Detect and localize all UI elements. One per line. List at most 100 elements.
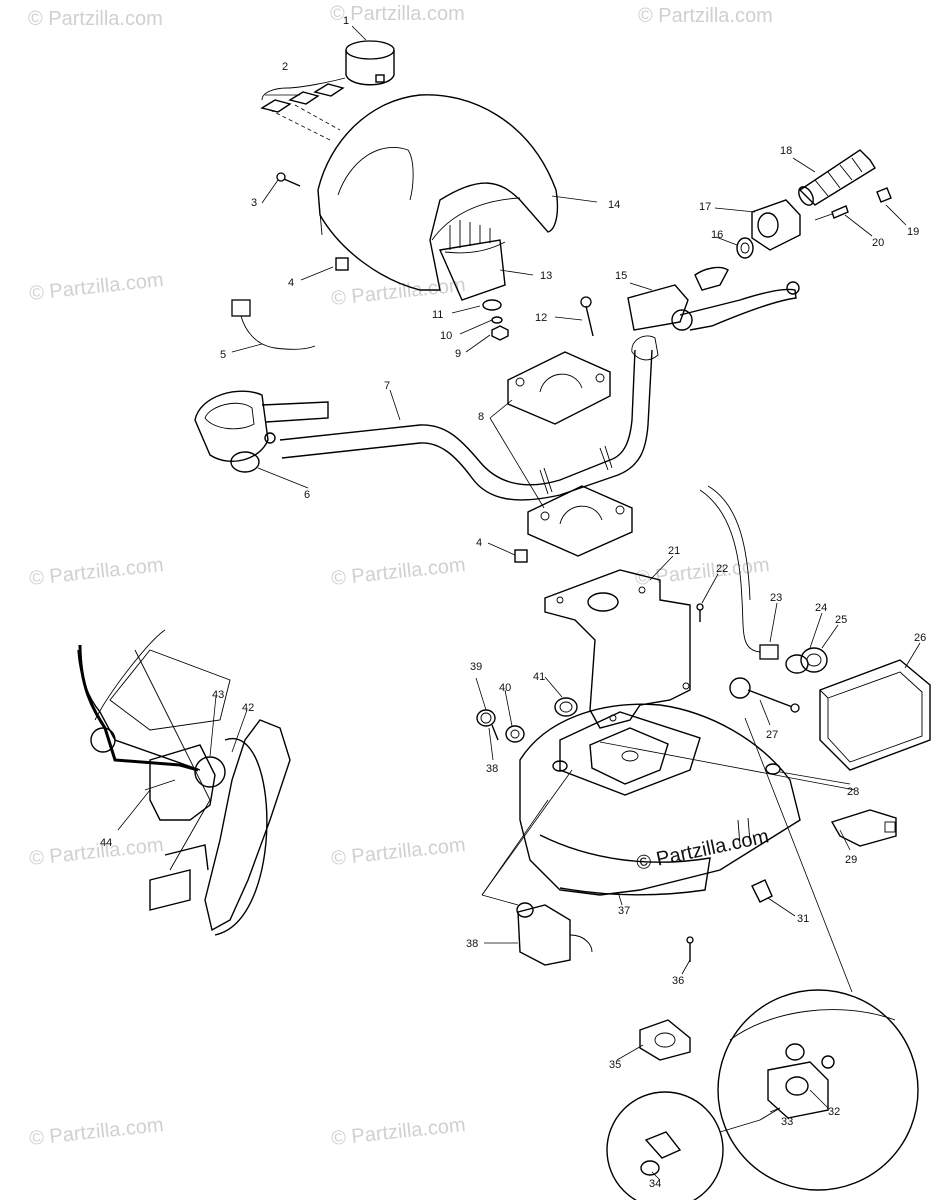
watermark: © Partzilla.com [28,1114,164,1150]
callout-35: 35 [609,1059,621,1071]
watermark: © Partzilla.com [634,825,770,875]
callout-31: 31 [797,913,809,925]
watermark: © Partzilla.com [330,3,465,25]
nut-40 [505,725,525,743]
callout-41: 41 [533,671,545,683]
callout-15: 15 [615,270,627,282]
indicator-lights [260,77,346,141]
detail-inset-small [606,1091,724,1200]
callout-10: 10 [440,330,452,342]
watermark: © Partzilla.com [330,1114,466,1150]
watermark: © Partzilla.com [330,554,466,590]
watermark: © Partzilla.com [28,554,164,590]
callout-14: 14 [608,199,620,211]
callout-12: 12 [535,312,547,324]
callout-32: 32 [828,1106,840,1118]
watermark: © Partzilla.com [330,834,466,870]
screw-3 [276,172,301,187]
watermark: © Partzilla.com [330,274,466,310]
callout-34: 34 [649,1178,661,1190]
headlight-pod-cover [317,94,559,291]
callout-25: 25 [835,614,847,626]
mounting-bracket-21 [544,569,691,729]
handlebar-clamp-lower [527,485,633,557]
callout-26: 26 [914,632,926,644]
callout-38-upper: 38 [486,763,498,775]
callout-18: 18 [780,145,792,157]
callout-labels: 1 2 3 4 5 6 7 8 9 10 11 12 13 14 15 16 1… [100,15,926,1190]
nut-washer-set [482,299,509,341]
brake-lever-assembly-15 [627,266,800,331]
callout-20: 20 [872,237,884,249]
clip-31 [751,879,773,903]
callout-2: 2 [282,61,288,73]
throttle-housing-17 [751,199,801,251]
wire-harness-23 [699,485,779,660]
callout-11: 11 [432,309,443,321]
callout-24: 24 [815,602,827,614]
screw-22 [696,603,704,622]
callout-37: 37 [618,905,630,917]
watermark: © Partzilla.com [634,554,770,590]
callout-36: 36 [672,975,684,987]
callout-29: 29 [845,854,857,866]
callout-33: 33 [781,1116,793,1128]
handlebar-clamp-upper [507,351,611,425]
end-cap-19 [876,187,892,203]
callout-17: 17 [699,201,711,213]
watermark: © Partzilla.com [28,834,164,870]
callout-23: 23 [770,592,782,604]
callout-43: 43 [212,689,224,701]
callout-4: 4 [288,277,294,289]
grip-18 [798,149,876,206]
grommet-41 [554,697,578,717]
bulb-socket-24-25 [785,647,828,674]
wire-connector-5 [231,299,316,350]
callout-19: 19 [907,226,919,238]
watermark: © Partzilla.com [28,8,163,30]
callout-39: 39 [470,661,482,673]
clip-4 [335,257,349,271]
inset-connectors [599,717,856,1133]
callout-28: 28 [847,786,859,798]
detail-inset-large [717,989,919,1191]
callout-9: 9 [455,348,461,360]
callout-8: 8 [478,411,484,423]
lower-pod-37 [519,703,801,896]
callout-5: 5 [220,349,226,361]
rear-brake-detail [77,629,291,936]
handlebar-7 [279,335,659,501]
ignition-switch-13 [438,220,506,301]
bracket-35 [639,1019,691,1061]
watermark-layer: © Partzilla.com © Partzilla.com © Partzi… [28,3,773,1150]
callout-6: 6 [304,489,310,501]
watermark: © Partzilla.com [638,5,773,27]
callout-16: 16 [711,229,723,241]
headlight-26 [819,659,931,771]
callout-3: 3 [251,197,257,209]
adjusting-screw-27 [729,677,800,713]
toggle-switch-29 [830,809,897,847]
callout-4-lower: 4 [476,537,482,549]
screw-20 [814,205,849,221]
clip-4 [514,549,528,563]
knob-39 [476,709,499,741]
callout-7: 7 [384,380,390,392]
callout-44: 44 [100,837,112,849]
leader-lines [117,25,921,1181]
bolt-12 [580,296,594,337]
callout-42: 42 [242,702,254,714]
bolt-36 [686,936,694,962]
callout-21: 21 [668,545,680,557]
collar-16 [736,237,754,259]
callout-22: 22 [716,563,728,575]
callout-27: 27 [766,729,778,741]
master-cylinder-6 [194,390,329,473]
o-ring-28 [765,763,781,775]
watermark: © Partzilla.com [28,269,164,305]
callout-40: 40 [499,682,511,694]
callout-38: 38 [466,938,478,950]
switch-38 [516,902,593,966]
